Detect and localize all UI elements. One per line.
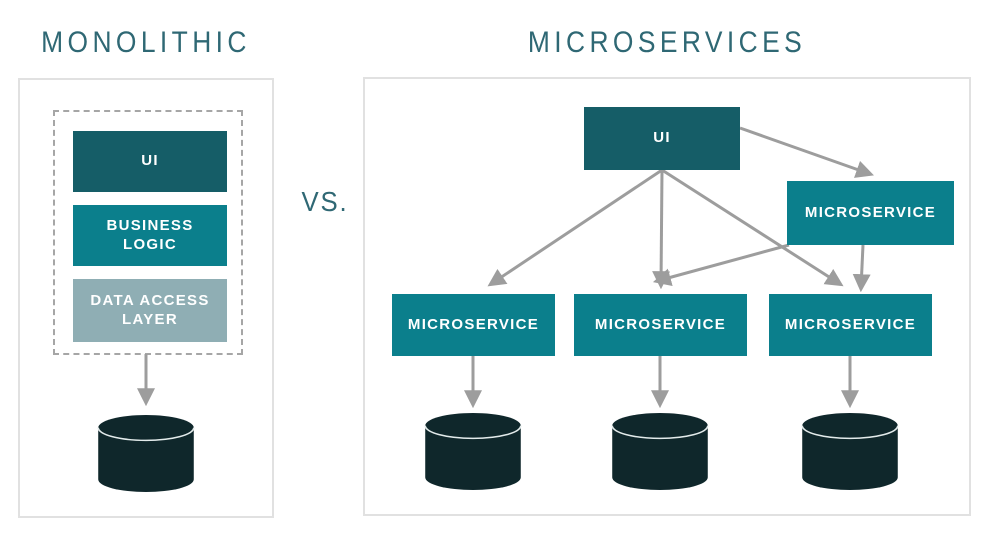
microservice-box-2: MICROSERVICE <box>574 294 747 356</box>
microservice-box-1-label: MICROSERVICE <box>407 315 540 333</box>
arrow-ui-to-service-2 <box>652 169 671 290</box>
arrow-service-top-to-service-2 <box>652 243 790 287</box>
monolith-boundary: UI BUSINESS LOGIC DATA ACCESS LAYER <box>53 110 243 355</box>
layer-data-access-line1: DATA ACCESS <box>90 291 210 309</box>
microservices-title: MICROSERVICES <box>527 26 807 59</box>
ui-box: UI <box>584 107 740 170</box>
ui-box-label: UI <box>653 129 671 147</box>
layer-ui: UI <box>73 131 227 192</box>
database-icon <box>424 413 522 491</box>
layer-ui-label: UI <box>141 152 159 170</box>
monolithic-title: MONOLITHIC <box>41 26 251 59</box>
arrow-ui-to-service-1 <box>487 168 663 287</box>
layer-business-logic: BUSINESS LOGIC <box>73 205 227 266</box>
vs-label: VS. <box>301 186 349 217</box>
layer-business-logic-line2: LOGIC <box>123 235 177 253</box>
database-icon <box>97 415 195 493</box>
layer-data-access: DATA ACCESS LAYER <box>73 279 227 342</box>
microservice-box-top: MICROSERVICE <box>787 181 954 245</box>
database-icon <box>801 413 899 491</box>
arrow-service-top-to-service-3 <box>852 244 871 293</box>
monolithic-panel: UI BUSINESS LOGIC DATA ACCESS LAYER <box>18 78 274 518</box>
microservice-box-3: MICROSERVICE <box>769 294 932 356</box>
microservice-box-3-label: MICROSERVICE <box>784 315 917 333</box>
arrow-ui-to-service-top <box>739 126 874 178</box>
database-icon <box>611 413 709 491</box>
layer-business-logic-line1: BUSINESS <box>106 216 194 234</box>
microservice-box-2-label: MICROSERVICE <box>594 315 727 333</box>
microservices-panel: UI MICROSERVICE MICROSERVICE MICROSERVIC… <box>363 77 971 516</box>
microservice-box-top-label: MICROSERVICE <box>804 203 937 221</box>
microservice-box-1: MICROSERVICE <box>392 294 555 356</box>
layer-data-access-line2: LAYER <box>122 310 178 328</box>
